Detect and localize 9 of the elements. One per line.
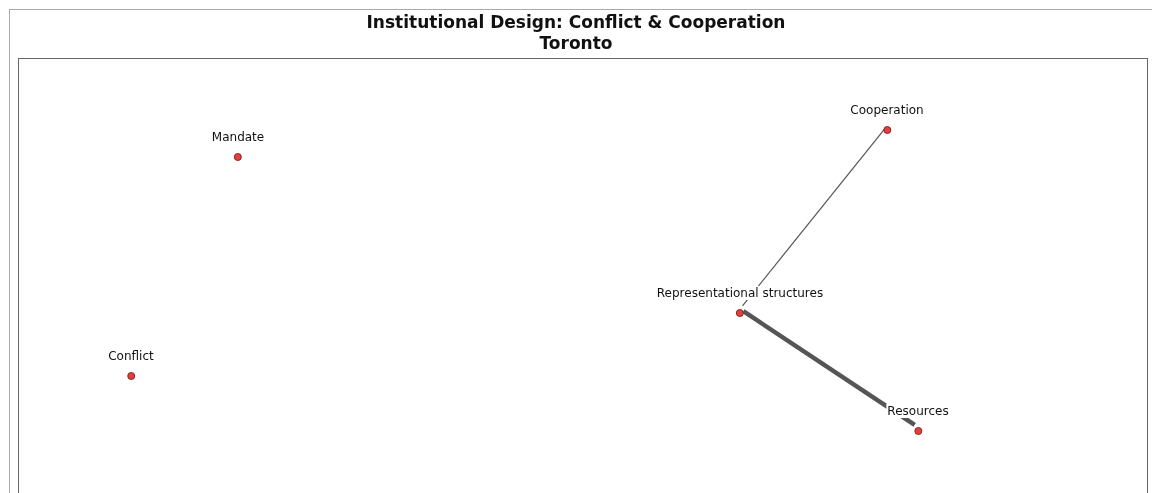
node-label: Representational structures <box>655 286 825 300</box>
node-label: Cooperation <box>849 103 925 117</box>
chart-title: Institutional Design: Conflict & Cooperation <box>365 12 787 32</box>
chart-subtitle: Toronto <box>538 33 614 53</box>
node-label: Mandate <box>210 130 266 144</box>
node-label: Resources <box>886 404 950 418</box>
network-edge <box>742 309 916 427</box>
node-label: Conflict <box>107 349 155 363</box>
network-edge <box>741 128 886 307</box>
